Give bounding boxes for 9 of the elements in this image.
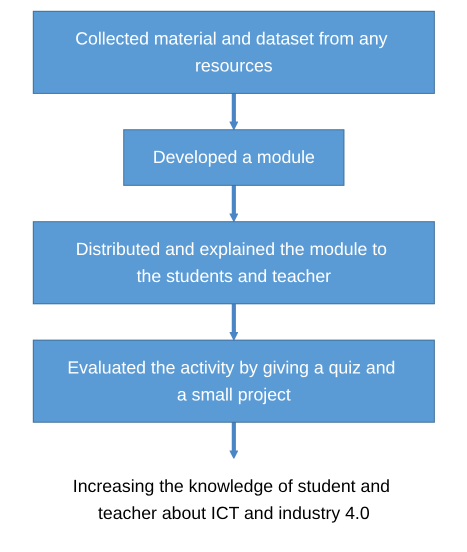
node-box: Distributed and explained the module to the students and teacher	[32, 221, 435, 304]
arrow	[228, 304, 238, 341]
arrow	[228, 93, 238, 130]
node-text: Increasing the knowledge of student and teacher about ICT and industry 4.0	[72, 476, 390, 522]
node-box: Collected material and dataset from any resources	[32, 10, 435, 94]
arrow	[228, 422, 238, 459]
node-box: Developed a module	[122, 129, 344, 186]
node-box: Evaluated the activity by giving a quiz and a small project	[32, 340, 435, 423]
arrow	[228, 185, 238, 222]
